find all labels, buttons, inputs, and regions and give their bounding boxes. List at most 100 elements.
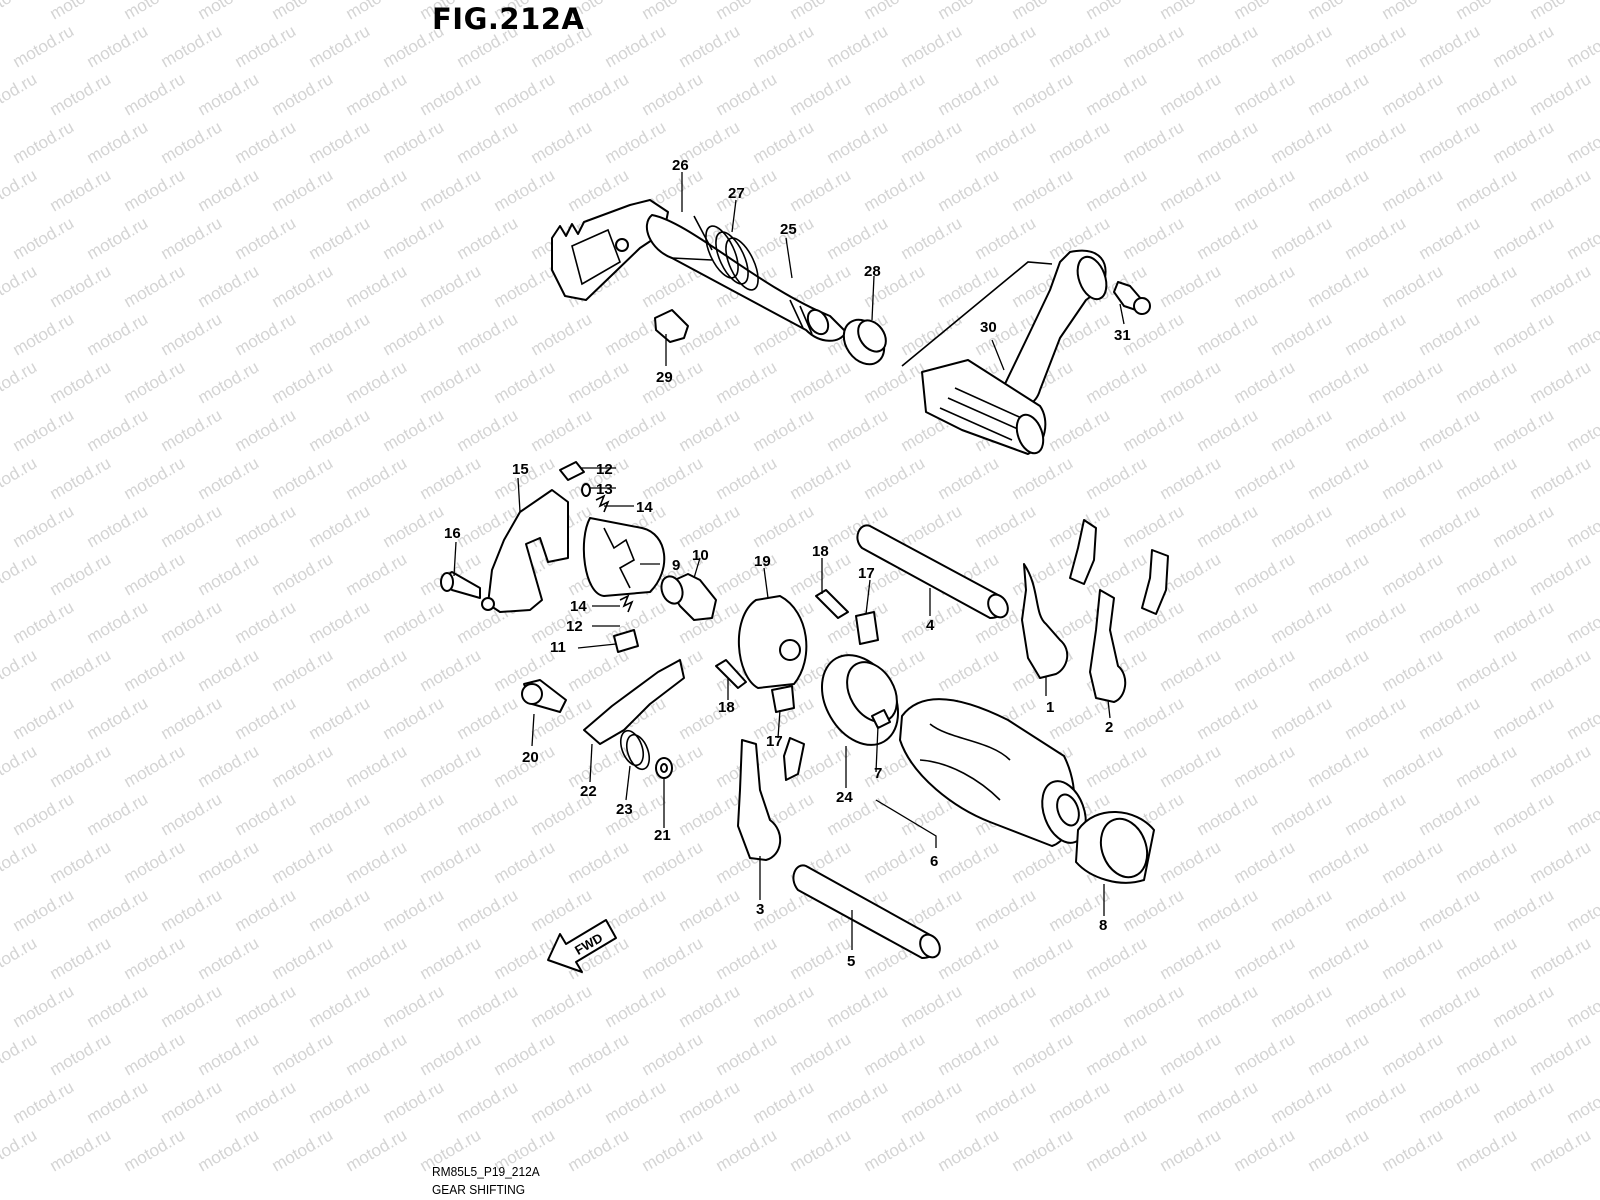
watermark-text: motod.ru (1305, 837, 1373, 887)
part-28-oil-seal (842, 318, 887, 366)
watermark-text: motod.ru (1083, 741, 1151, 791)
watermark-text: motod.ru (84, 117, 152, 167)
watermark-text: motod.ru (1527, 357, 1595, 407)
watermark-text: motod.ru (1009, 837, 1077, 887)
watermark-text: motod.ru (1194, 309, 1262, 359)
watermark-text: motod.ru (1231, 549, 1299, 599)
watermark-text: motod.ru (306, 981, 374, 1031)
watermark-text: motod.ru (1527, 1029, 1595, 1079)
watermark-text: motod.ru (195, 549, 263, 599)
watermark-text: motod.ru (269, 933, 337, 983)
watermark-text: motod.ru (1009, 69, 1077, 119)
watermark-text: motod.ru (1342, 309, 1410, 359)
watermark-text: motod.ru (787, 933, 855, 983)
watermark-text: motod.ru (1157, 1029, 1225, 1079)
watermark-text: motod.ru (121, 453, 189, 503)
watermark-text: motod.ru (232, 501, 300, 551)
callout-12-top: 12 (596, 461, 613, 478)
watermark-text: motod.ru (935, 69, 1003, 119)
watermark-text: motod.ru (1194, 213, 1262, 263)
watermark-text: motod.ru (380, 981, 448, 1031)
watermark-text: motod.ru (861, 0, 929, 23)
watermark-text: motod.ru (158, 501, 226, 551)
watermark-text: motod.ru (1564, 117, 1600, 167)
watermark-text: motod.ru (84, 309, 152, 359)
watermark-text: motod.ru (676, 1077, 744, 1127)
watermark-text: motod.ru (1342, 501, 1410, 551)
watermark-text: motod.ru (1083, 453, 1151, 503)
watermark-text: motod.ru (84, 789, 152, 839)
watermark-text: motod.ru (232, 117, 300, 167)
watermark-text: motod.ru (528, 117, 596, 167)
watermark-text: motod.ru (1379, 1029, 1447, 1079)
watermark-text: motod.ru (1416, 789, 1484, 839)
watermark-text: motod.ru (84, 597, 152, 647)
watermark-text: motod.ru (232, 597, 300, 647)
callout-27: 27 (728, 185, 745, 202)
watermark-text: motod.ru (1231, 1029, 1299, 1079)
watermark-text: motod.ru (1046, 693, 1114, 743)
watermark-text: motod.ru (380, 501, 448, 551)
watermark-text: motod.ru (824, 1077, 892, 1127)
part-5-shift-fork-shaft (792, 864, 941, 959)
watermark-text: motod.ru (1490, 885, 1558, 935)
part-15-guide-plate (481, 489, 569, 613)
watermark-text: motod.ru (269, 453, 337, 503)
watermark-text: motod.ru (0, 1125, 40, 1175)
callout-13: 13 (596, 481, 613, 498)
watermark-text: motod.ru (528, 405, 596, 455)
watermark-text: motod.ru (1527, 933, 1595, 983)
watermark-text: motod.ru (898, 981, 966, 1031)
watermark-text: motod.ru (1009, 165, 1077, 215)
watermark-text: motod.ru (1527, 261, 1595, 311)
watermark-text: motod.ru (10, 309, 78, 359)
figure-caption: GEAR SHIFTING (432, 1182, 526, 1197)
watermark-text: motod.ru (1416, 21, 1484, 71)
watermark-text: motod.ru (121, 0, 189, 23)
watermark-text: motod.ru (824, 117, 892, 167)
watermark-text: motod.ru (1268, 789, 1336, 839)
callout-4: 4 (926, 617, 935, 634)
watermark-text: motod.ru (1120, 501, 1188, 551)
watermark-text: motod.ru (972, 21, 1040, 71)
watermark-text: motod.ru (380, 693, 448, 743)
watermark-text: motod.ru (1379, 933, 1447, 983)
callout-17-bottom: 17 (766, 733, 783, 750)
watermark-text: motod.ru (343, 261, 411, 311)
watermark-text: motod.ru (676, 501, 744, 551)
callout-16: 16 (444, 525, 461, 542)
part-18-screw (715, 589, 849, 689)
watermark-text: motod.ru (1342, 213, 1410, 263)
watermark-text: motod.ru (750, 405, 818, 455)
callout-18-bottom: 18 (718, 699, 735, 716)
watermark-text: motod.ru (972, 981, 1040, 1031)
watermark-text: motod.ru (1416, 405, 1484, 455)
watermark-text: motod.ru (0, 261, 40, 311)
watermark-text: motod.ru (787, 0, 855, 23)
watermark-text: motod.ru (861, 837, 929, 887)
watermark-text: motod.ru (750, 981, 818, 1031)
watermark-text: motod.ru (972, 1077, 1040, 1127)
watermark-text: motod.ru (158, 885, 226, 935)
watermark-text: motod.ru (787, 453, 855, 503)
watermark-text: motod.ru (1527, 0, 1595, 23)
watermark-text: motod.ru (824, 981, 892, 1031)
watermark-text: motod.ru (1305, 261, 1373, 311)
watermark-text: motod.ru (1009, 549, 1077, 599)
watermark-text: motod.ru (1083, 0, 1151, 23)
watermark-text: motod.ru (269, 741, 337, 791)
watermark-text: motod.ru (935, 1125, 1003, 1175)
watermark-text: motod.ru (306, 21, 374, 71)
watermark-text: motod.ru (417, 165, 485, 215)
watermark-text: motod.ru (1379, 261, 1447, 311)
watermark-text: motod.ru (1231, 453, 1299, 503)
watermark-text: motod.ru (269, 165, 337, 215)
watermark-text: motod.ru (306, 789, 374, 839)
watermark-text: motod.ru (306, 597, 374, 647)
watermark-text: motod.ru (1564, 789, 1600, 839)
watermark-text: motod.ru (935, 837, 1003, 887)
watermark-text: motod.ru (861, 165, 929, 215)
watermark-text: motod.ru (84, 21, 152, 71)
watermark-text: motod.ru (232, 21, 300, 71)
